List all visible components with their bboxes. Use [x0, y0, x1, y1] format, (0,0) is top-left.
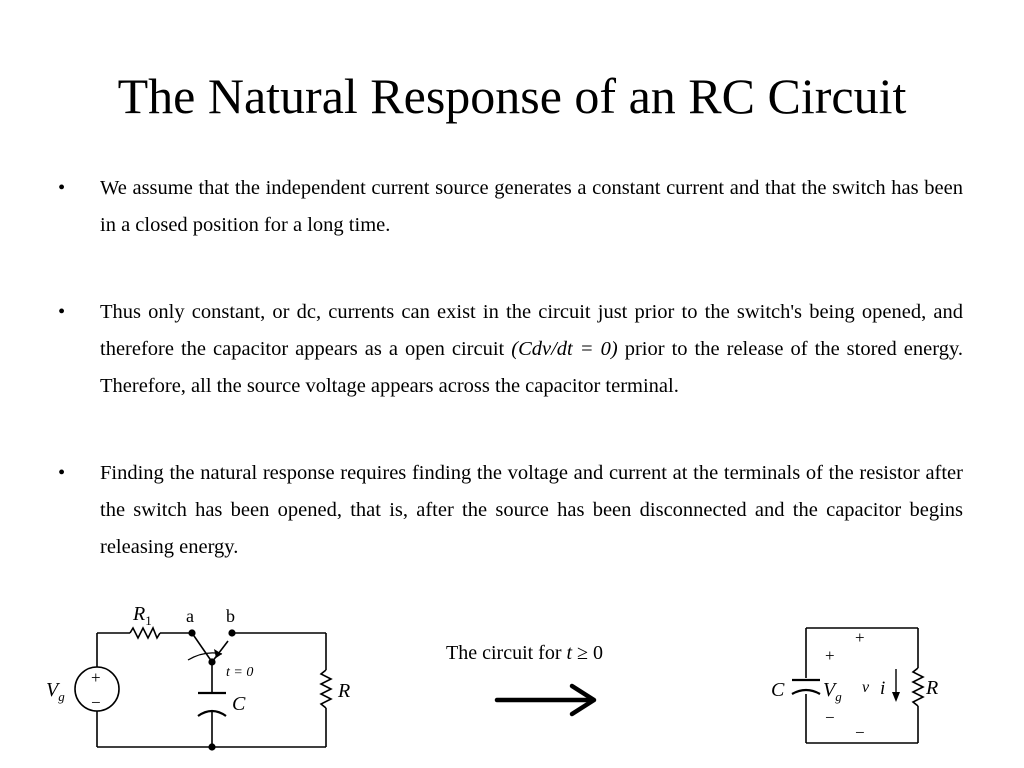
circuit-caption: The circuit for t ≥ 0: [446, 638, 603, 668]
bullet-list: • We assume that the independent current…: [58, 170, 963, 566]
left-circuit: [74, 626, 333, 751]
capacitor-icon: [197, 691, 227, 717]
slide-title: The Natural Response of an RC Circuit: [117, 68, 907, 124]
node-a-label: a: [186, 606, 194, 626]
right-arrow-icon: [494, 683, 597, 717]
caption-prefix: The circuit for: [446, 642, 567, 664]
caption-suffix: ≥ 0: [572, 642, 604, 664]
voltage-plus-inner: +: [825, 646, 835, 665]
voltage-v-label: v: [862, 679, 870, 696]
resistor-icon: [911, 667, 925, 707]
bullet-text: Thus only constant, or dc, currents can …: [100, 301, 963, 360]
switch-blade: [211, 640, 229, 663]
node-a-dot: [188, 629, 196, 637]
left-circuit-labels: R1 a b t = 0 Vg + − C R: [46, 603, 350, 715]
right-circuit-labels: C Vg v i R + + − −: [771, 628, 938, 742]
current-i-label: i: [880, 678, 885, 699]
voltage-plus-top: +: [855, 628, 865, 647]
bullet-item: • We assume that the independent current…: [58, 170, 963, 244]
bullet-text: Finding the natural response requires fi…: [100, 462, 963, 558]
voltage-minus-bottom: −: [855, 723, 865, 742]
load-resistor-label: R: [337, 680, 350, 702]
resistor-label: R: [925, 677, 938, 699]
caption-variable: t: [566, 642, 573, 664]
source-plus: +: [91, 668, 101, 687]
capacitor-label: C: [232, 693, 246, 715]
load-resistor: [319, 669, 333, 709]
source-voltage-label: Vg: [823, 679, 842, 704]
r1-label: R1: [132, 603, 152, 628]
bullet-icon: •: [58, 177, 66, 199]
switch-label: t = 0: [226, 665, 253, 680]
bullet-item: • Finding the natural response requires …: [58, 455, 963, 566]
right-circuit-wires: [805, 627, 919, 744]
node-b-dot: [228, 629, 236, 637]
capacitor-label: C: [771, 679, 785, 701]
capacitor-icon: [791, 678, 821, 695]
bullet-text: prior to the release of the stored energ…: [100, 338, 963, 397]
node-b-label: b: [226, 606, 235, 626]
left-circuit-wires: [96, 632, 327, 748]
r1-resistor: [129, 626, 161, 640]
source-minus: −: [91, 693, 101, 712]
voltage-minus-inner: −: [825, 708, 835, 727]
right-circuit: [791, 627, 925, 744]
bullet-equation: (Cdv/dt = 0): [511, 338, 618, 360]
bullet-icon: •: [58, 462, 66, 484]
source-label: Vg: [46, 679, 65, 704]
bullet-icon: •: [58, 301, 66, 323]
bullet-item: • Thus only constant, or dc, currents ca…: [58, 294, 963, 405]
switch-pivot-dot: [208, 658, 216, 666]
bullet-text: We assume that the independent current s…: [100, 177, 963, 236]
ground-node-dot: [208, 743, 216, 751]
voltage-source-icon: [74, 666, 120, 712]
